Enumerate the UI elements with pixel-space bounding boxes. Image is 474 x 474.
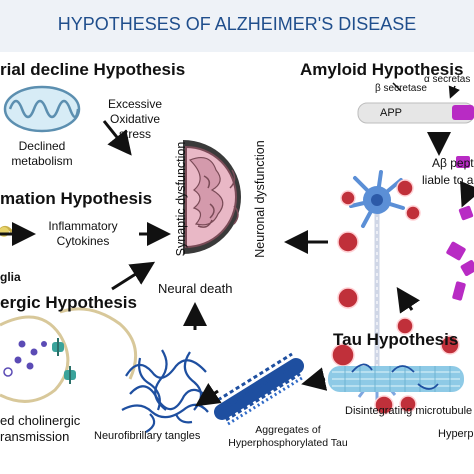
app-label: APP (380, 107, 403, 119)
hyperphosphorylation-label: Hyperp (438, 428, 474, 440)
synaptic-dysfunction-label: Synaptic dysfunction (174, 141, 188, 257)
mitochondrial-caption-line1: Declined (18, 139, 66, 153)
amyloid-heading: Amyloid Hypothesis (300, 60, 464, 79)
page-title: HYPOTHESES OF ALZHEIMER'S DISEASE (57, 14, 417, 34)
arrow-microtubule-to-aggregates (301, 367, 328, 391)
alpha-secretase-label: α secretas (424, 74, 471, 85)
cholinergic-heading: ergic Hypothesis (0, 293, 137, 312)
tau-aggregates-line1: Aggregates of (255, 424, 321, 436)
title-bar (0, 0, 474, 52)
inflammation-heading: mation Hypothesis (0, 189, 153, 208)
arrow-aggregates-to-tangles (195, 383, 222, 407)
oxidative-stress-line3: stress (118, 127, 151, 141)
inflammatory-cytokines-line1: Inflammatory (48, 219, 118, 233)
beta-secretase-label: β secretase (375, 83, 427, 94)
tau-aggregate-icon (214, 352, 304, 426)
inflammatory-cytokines-line2: Cytokines (56, 234, 110, 248)
microtubule-label: Disintegrating microtubule (345, 405, 473, 417)
cholinergic-caption-line2: ransmission (0, 429, 70, 444)
mitochondrion-icon (3, 85, 81, 133)
oxidative-stress-line1: Excessive (107, 97, 163, 111)
brain-section-icon (183, 140, 241, 254)
glia-label: glia (0, 270, 21, 284)
neurofibrillary-tangles-label: Neurofibrillary tangles (94, 430, 201, 442)
tau-heading: Tau Hypothesis (333, 330, 459, 349)
app-cleavage-icon (357, 82, 474, 168)
tau-aggregates-line2: Hyperphosphorylated Tau (228, 437, 348, 449)
amyloid-aggregate-icon (446, 205, 474, 301)
oxidative-stress-line2: Oxidative (109, 112, 161, 126)
neuronal-dysfunction-label: Neuronal dysfunction (253, 140, 267, 258)
microtubule-icon (328, 363, 464, 392)
arrow-peptide-to-aggregate (460, 180, 474, 208)
cholinergic-synapse-icon (0, 307, 138, 403)
mitochondrial-heading: rial decline Hypothesis (0, 60, 186, 79)
flow-arrows (0, 120, 474, 407)
neural-death-label: Neural death (158, 281, 233, 296)
cholinergic-caption-line1: ed cholinergic (0, 413, 81, 428)
amyloid-plaque-icon (331, 179, 460, 415)
mitochondrial-caption-line2: metabolism (11, 154, 73, 168)
abeta-peptide-label: Aβ pept (432, 156, 474, 170)
arrow-cholinergic-to-brain (111, 261, 156, 291)
arrow-mito-to-brain (102, 120, 132, 156)
liable-to-aggregate-label: liable to a (422, 173, 474, 187)
arrow-plaque-to-neuron (396, 287, 420, 314)
